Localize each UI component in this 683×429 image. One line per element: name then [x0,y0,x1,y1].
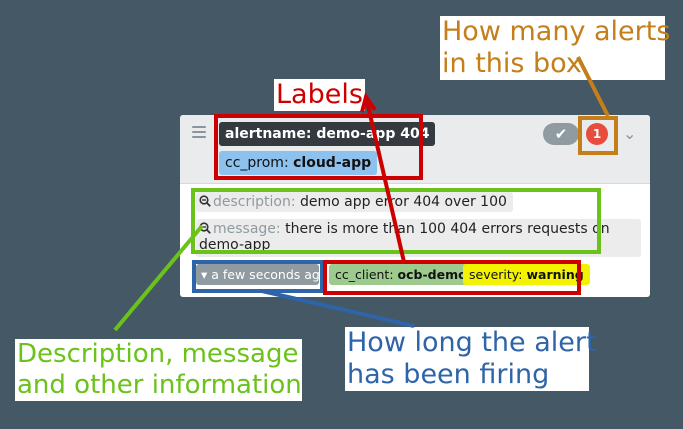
annotation-key: message: [213,221,281,237]
callout-line: Labels [276,79,363,110]
labels-callout: Labels [274,79,365,111]
callout-line: has been firing [347,359,550,390]
alert-group-header: alertname: demo-app 404 cc_prom: cloud-a… [180,115,650,184]
callout-line: How long the alert [347,327,597,358]
start-time-text: a few seconds ago [211,267,328,282]
labels-connector [364,96,406,263]
label-key: cc_client: [335,267,394,282]
check-icon: ✔ [554,125,568,143]
annotation-value: demo app error 404 over 100 [300,194,507,210]
description-connector [113,224,204,332]
labels-highlight-box [214,114,423,180]
label-value: ocb-demo [397,267,467,282]
label-key: severity: [469,267,523,282]
callout-line: in this box [442,48,582,79]
caret-down-icon: ▾ [201,267,208,282]
duration-highlight-box [192,260,324,293]
annotation-description: description: demo app error 404 over 100 [196,192,513,212]
alert-group-card: alertname: demo-app 404 cc_prom: cloud-a… [180,115,650,297]
menu-icon[interactable] [192,126,206,140]
duration-connector [261,289,415,328]
label-cc-prom[interactable]: cc_prom: cloud-app [219,151,378,175]
alert-count-badge: 1 [586,123,608,145]
annotation-value: there is more than 100 404 errors reques… [199,221,610,253]
label-alertname[interactable]: alertname: demo-app 404 [219,122,436,146]
count-connector [576,56,610,117]
alert-start-time[interactable]: ▾ a few seconds ago [196,264,328,285]
label-value: warning [526,267,584,282]
label-key: alertname [225,126,306,142]
label-cc-client[interactable]: cc_client: ocb-demo [329,264,473,285]
duration-callout: How long the alert has been firing [345,327,597,391]
annotations-highlight-box [191,188,601,254]
footer-labels-highlight-box [323,260,581,295]
zoom-out-icon[interactable] [199,195,211,207]
annotation-key: description: [213,194,296,210]
chevron-down-icon[interactable]: ⌄ [623,124,637,143]
acknowledge-button[interactable]: ✔ [543,123,579,145]
description-callout: Description, message and other informati… [15,339,302,401]
callout-line: How many alerts [442,16,671,47]
label-key: cc_prom [225,155,284,171]
alert-count-callout: How many alerts in this box [440,16,671,80]
count-highlight-box [578,116,618,155]
callout-line: and other information [17,370,302,400]
label-severity[interactable]: severity: warning [463,264,590,285]
label-value: cloud-app [293,155,372,171]
callout-line: Description, message [17,339,299,369]
